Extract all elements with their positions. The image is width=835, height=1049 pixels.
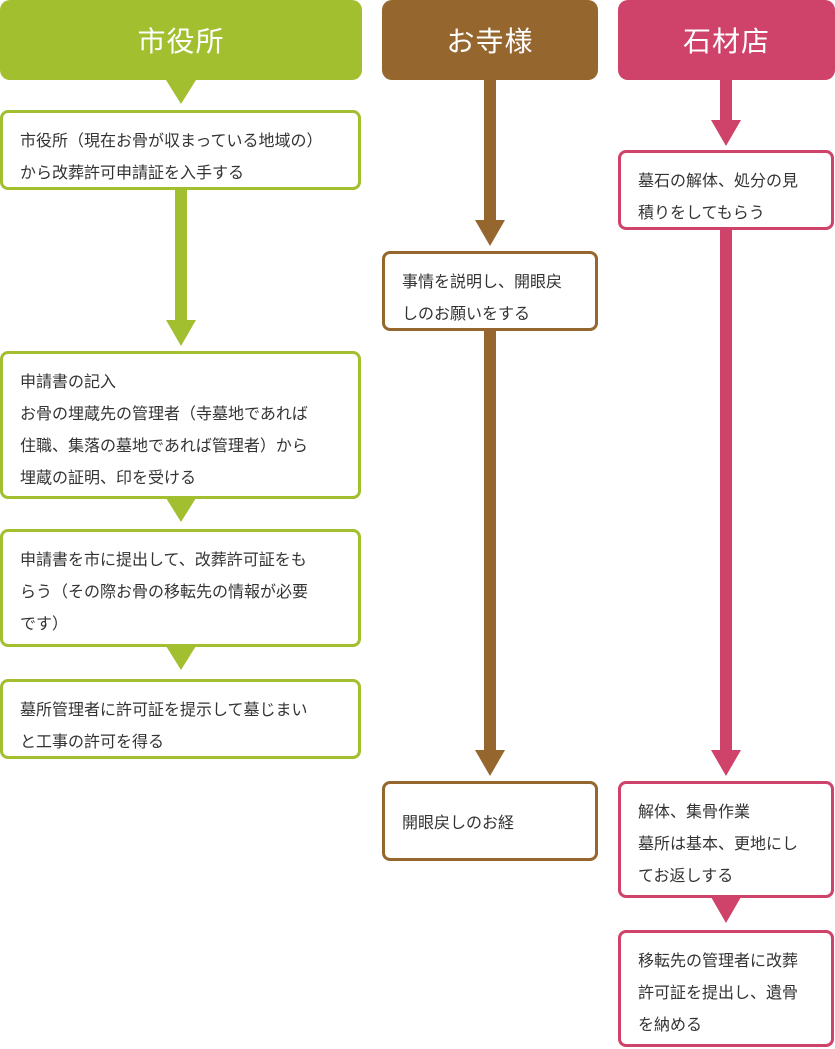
city-hall-header: 市役所 xyxy=(0,0,362,80)
temple-arrow-1-shaft xyxy=(484,80,496,223)
stone-step-1: 墓石の解体、処分の見 積りをしてもらう xyxy=(618,150,834,230)
city-step-1: 市役所（現在お骨が収まっている地域の） から改葬許可申請証を入手する xyxy=(0,110,361,190)
temple-header: お寺様 xyxy=(382,0,598,80)
temple-arrow-2-head xyxy=(475,750,505,776)
stone-step-2: 解体、集骨作業 墓所は基本、更地にし てお返しする xyxy=(618,781,834,898)
temple-step-1: 事情を説明し、開眼戻 しのお願いをする xyxy=(382,251,598,331)
stone-shop-header: 石材店 xyxy=(618,0,835,80)
city-header-pointer xyxy=(166,80,196,104)
temple-arrow-1-head xyxy=(475,220,505,246)
city-step-3: 申請書を市に提出して、改葬許可証をも らう（その際お骨の移転先の情報が必要 です… xyxy=(0,529,361,647)
city-pointer-3 xyxy=(166,646,196,670)
stone-arrow-1-head xyxy=(711,120,741,146)
stone-arrow-1-shaft xyxy=(720,80,732,123)
city-step-4: 墓所管理者に許可証を提示して墓じまい と工事の許可を得る xyxy=(0,679,361,759)
city-arrow-1-head xyxy=(166,320,196,346)
stone-arrow-2-head xyxy=(711,750,741,776)
temple-arrow-2-shaft xyxy=(484,330,496,753)
city-step-2: 申請書の記入 お骨の埋蔵先の管理者（寺墓地であれば 住職、集落の墓地であれば管理… xyxy=(0,351,361,499)
stone-arrow-2-shaft xyxy=(720,229,732,753)
stone-pointer-3 xyxy=(711,897,741,923)
temple-step-2: 開眼戻しのお経 xyxy=(382,781,598,861)
stone-step-3: 移転先の管理者に改葬 許可証を提出し、遺骨 を納める xyxy=(618,930,834,1047)
city-arrow-1-shaft xyxy=(175,189,187,322)
city-pointer-2 xyxy=(166,498,196,522)
